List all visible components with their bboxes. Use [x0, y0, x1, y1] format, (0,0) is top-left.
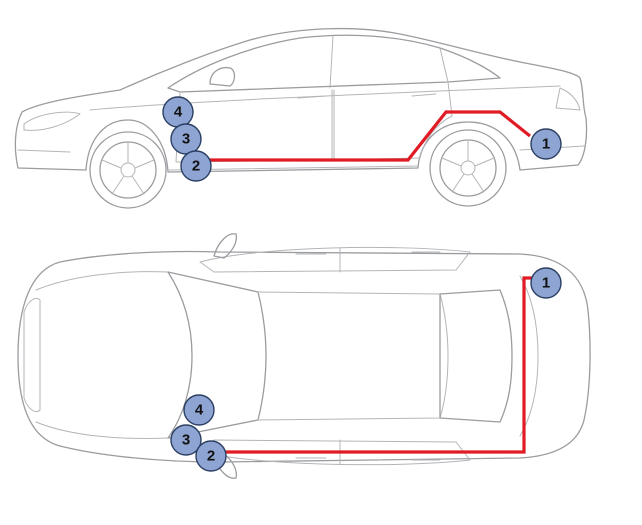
side-marker-3-label: 3 — [182, 131, 190, 148]
top-marker-1-label: 1 — [542, 275, 550, 292]
top-marker-4: 4 — [183, 394, 215, 426]
side-marker-3: 3 — [170, 123, 202, 155]
side-rear-door — [333, 81, 453, 161]
car-top-view: 1 4 3 2 — [17, 233, 591, 479]
side-taillight — [555, 87, 581, 111]
side-rear-wheel — [429, 129, 507, 207]
top-front-grille — [23, 298, 41, 412]
side-door-handle-rear — [411, 93, 437, 97]
top-marker-4-label: 4 — [195, 402, 204, 419]
side-beltline — [89, 85, 561, 111]
top-mirror-upper — [213, 233, 238, 259]
top-marker-2: 2 — [195, 440, 227, 472]
side-marker-2: 2 — [180, 150, 212, 182]
side-front-bumper — [17, 149, 71, 153]
top-hood-line-lower — [35, 421, 169, 439]
side-c-pillar — [439, 47, 449, 83]
top-marker-1: 1 — [530, 267, 562, 299]
top-side-window-lower — [199, 439, 471, 466]
side-marker-1: 1 — [530, 128, 562, 160]
top-windshield — [167, 271, 267, 439]
side-body-outline — [14, 27, 588, 173]
side-marker-4-label: 4 — [174, 104, 183, 121]
side-headlight — [23, 111, 81, 131]
side-window-frame — [167, 34, 501, 93]
top-marker-3: 3 — [170, 424, 202, 456]
top-side-window-upper — [199, 246, 471, 273]
side-b-pillar — [329, 35, 334, 89]
top-marker-2-label: 2 — [207, 448, 215, 465]
top-roof — [257, 291, 449, 421]
side-marker-2-label: 2 — [192, 158, 200, 175]
top-trunk-line — [519, 275, 539, 437]
top-body-outline — [17, 250, 591, 463]
top-marker-3-label: 3 — [182, 432, 190, 449]
side-mirror — [209, 66, 236, 87]
top-rear-window — [439, 289, 513, 423]
side-marker-4: 4 — [162, 96, 194, 128]
side-wire-route — [198, 110, 531, 162]
side-front-wheel — [89, 131, 167, 209]
top-wire-route — [216, 276, 542, 454]
top-hood-line-upper — [35, 271, 169, 291]
side-marker-1-label: 1 — [542, 136, 550, 153]
car-side-view: 1 4 3 2 — [14, 27, 588, 209]
